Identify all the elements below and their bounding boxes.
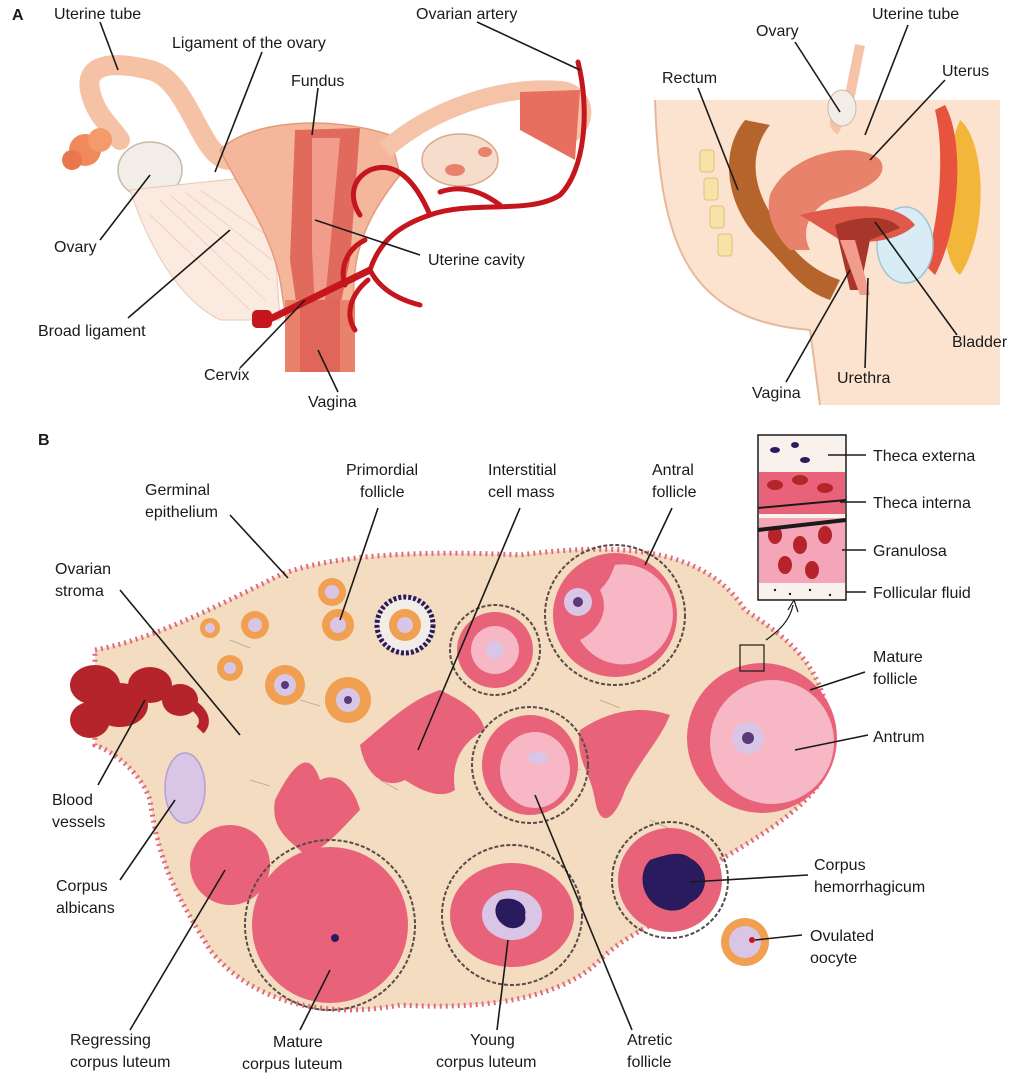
label-urethra: Urethra bbox=[837, 370, 890, 387]
atretic-follicle-shape bbox=[471, 706, 589, 824]
panel-a-letter: A bbox=[12, 7, 24, 24]
secondary-follicle bbox=[449, 604, 541, 696]
label-cervix: Cervix bbox=[204, 367, 249, 384]
ovulated-oocyte-shape bbox=[721, 918, 769, 966]
label-mature-follicle-line2: follicle bbox=[873, 671, 918, 688]
right-tube-fan bbox=[520, 90, 580, 160]
label-young-cl-line2: corpus luteum bbox=[436, 1054, 537, 1071]
label-ovarian-artery: Ovarian artery bbox=[416, 6, 517, 23]
ovary-cross-section bbox=[70, 544, 837, 1013]
label-germinal-line1: Germinal bbox=[145, 482, 210, 499]
label-uterus: Uterus bbox=[942, 63, 989, 80]
sagittal-ovary bbox=[827, 89, 857, 127]
label-albicans-line2: albicans bbox=[56, 900, 115, 917]
label-broad-ligament: Broad ligament bbox=[38, 323, 146, 340]
mature-follicle-shape bbox=[687, 663, 837, 813]
label-antral-line2: follicle bbox=[652, 484, 697, 501]
label-granulosa: Granulosa bbox=[873, 543, 947, 560]
label-primordial-line2: follicle bbox=[360, 484, 405, 501]
interstitial-cell-mass-right bbox=[578, 710, 670, 819]
young-corpus-luteum-shape bbox=[441, 844, 583, 986]
label-regressing-line1: Regressing bbox=[70, 1032, 151, 1049]
sagittal-uterus-shape bbox=[768, 150, 883, 250]
label-ovary-left: Ovary bbox=[54, 239, 97, 256]
label-blood-line1: Blood bbox=[52, 792, 93, 809]
label-ovulated-line1: Ovulated bbox=[810, 928, 874, 945]
label-stroma-line2: stroma bbox=[55, 583, 104, 600]
label-albicans-line1: Corpus bbox=[56, 878, 108, 895]
label-ovary-sagittal: Ovary bbox=[756, 23, 799, 40]
label-uterine-cavity: Uterine cavity bbox=[428, 252, 525, 269]
label-mature-cl-line1: Mature bbox=[273, 1034, 323, 1051]
label-rectum: Rectum bbox=[662, 70, 717, 87]
corpus-hemorrhagicum-shape bbox=[611, 821, 729, 939]
histology-inset bbox=[757, 434, 847, 601]
primordial-follicles bbox=[200, 578, 436, 723]
label-theca-interna: Theca interna bbox=[873, 495, 971, 512]
sacrum-vertebrae bbox=[699, 149, 733, 257]
label-ligament-of-ovary: Ligament of the ovary bbox=[172, 35, 326, 52]
ligament-texture bbox=[149, 189, 275, 311]
leader-lines bbox=[97, 21, 958, 1031]
label-uterine-tube: Uterine tube bbox=[54, 6, 141, 23]
label-interstitial-line2: cell mass bbox=[488, 484, 555, 501]
label-interstitial-line1: Interstitial bbox=[488, 462, 556, 479]
interstitial-cell-mass-center bbox=[274, 762, 360, 855]
label-follicular-fluid: Follicular fluid bbox=[873, 585, 971, 602]
corpus-albicans-shape bbox=[164, 752, 206, 824]
label-vagina-sagittal: Vagina bbox=[752, 385, 801, 402]
label-germinal-line2: epithelium bbox=[145, 504, 218, 521]
label-bladder: Bladder bbox=[952, 334, 1008, 351]
label-antral-line1: Antral bbox=[652, 462, 694, 479]
antral-follicle-shape bbox=[544, 544, 686, 686]
inset-source-box bbox=[739, 644, 765, 672]
interstitial-cell-mass-left bbox=[360, 690, 485, 795]
broad-ligament-shape bbox=[129, 174, 281, 321]
right-ovary-shape bbox=[421, 133, 499, 187]
label-regressing-line2: corpus luteum bbox=[70, 1054, 171, 1071]
blood-vessels-shape bbox=[70, 665, 209, 738]
label-hemorrhagicum-line2: hemorrhagicum bbox=[814, 879, 925, 896]
label-atretic-line2: follicle bbox=[627, 1054, 672, 1071]
sagittal-pelvis-drawing bbox=[654, 44, 1000, 406]
label-vagina-frontal: Vagina bbox=[308, 394, 357, 411]
fimbriae-left bbox=[62, 128, 112, 170]
label-mature-cl-line2: corpus luteum bbox=[242, 1056, 343, 1073]
rectum-shape bbox=[728, 120, 840, 300]
label-uterine-tube-sagittal: Uterine tube bbox=[872, 6, 959, 23]
label-stroma-line1: Ovarian bbox=[55, 561, 111, 578]
label-blood-line2: vessels bbox=[52, 814, 105, 831]
label-primordial-line1: Primordial bbox=[346, 462, 418, 479]
label-young-cl-line1: Young bbox=[470, 1032, 515, 1049]
mature-corpus-luteum-shape bbox=[244, 839, 416, 1011]
label-theca-externa: Theca externa bbox=[873, 448, 975, 465]
label-ovulated-line2: oocyte bbox=[810, 950, 857, 967]
label-fundus: Fundus bbox=[291, 73, 344, 90]
panel-b-letter: B bbox=[38, 432, 50, 449]
label-antrum: Antrum bbox=[873, 729, 925, 746]
label-atretic-line1: Atretic bbox=[627, 1032, 672, 1049]
regressing-corpus-luteum-shape bbox=[190, 825, 270, 905]
label-mature-follicle-line1: Mature bbox=[873, 649, 923, 666]
sagittal-cervix-vagina bbox=[835, 217, 900, 290]
uterine-cavity-shape bbox=[312, 138, 340, 330]
frontal-uterus-drawing bbox=[62, 55, 592, 372]
label-hemorrhagicum-line1: Corpus bbox=[814, 857, 866, 874]
